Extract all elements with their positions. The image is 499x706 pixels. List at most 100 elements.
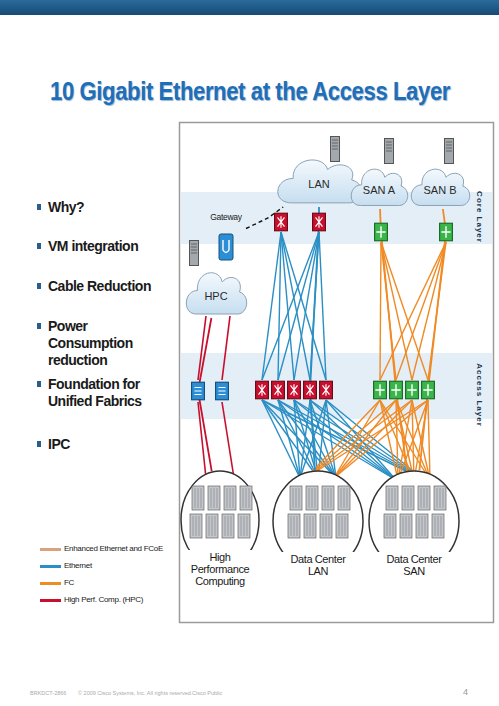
blade-line: [212, 516, 213, 536]
blade-line: [443, 488, 444, 508]
blade-line: [441, 516, 442, 536]
server-blade: [432, 514, 444, 538]
bullet-text: Cable Reduction: [48, 278, 173, 295]
blade-line: [325, 488, 326, 508]
gateway-symbol: [223, 240, 229, 253]
blade-line: [427, 488, 428, 508]
blade-line: [294, 516, 295, 536]
server-icon: [331, 137, 340, 162]
blade-line: [329, 516, 330, 536]
switch-icon: [440, 223, 453, 241]
blade-line: [437, 488, 438, 508]
blade-line: [196, 516, 197, 536]
connector: [380, 209, 407, 471]
gateway-icon: [219, 234, 233, 260]
blade-line: [241, 516, 242, 536]
blade-line: [421, 488, 422, 508]
server-cluster: High Performance Computing: [180, 470, 260, 570]
fabric-link: [334, 400, 396, 478]
connector: [198, 318, 212, 471]
bullet-marker: [37, 283, 41, 289]
blade-line: [195, 488, 196, 508]
blade-line: [228, 516, 229, 536]
blade-line: [244, 516, 245, 536]
server-blade: [290, 486, 302, 510]
server-blade: [288, 514, 300, 538]
footer-text: © 2009 Cisco Systems, Inc. All rights re…: [78, 690, 192, 696]
cloud-label: LAN: [308, 178, 329, 190]
connector: [310, 207, 319, 470]
blade-line: [293, 488, 294, 508]
fabric-link: [222, 316, 230, 380]
fabric-link: [412, 242, 446, 380]
blade-line: [409, 516, 410, 536]
cluster-label: High Performance Computing: [183, 550, 257, 588]
switch-icon: [406, 381, 419, 399]
cloud-label: SAN A: [363, 184, 395, 196]
footer-text: BRKDCT-2866: [30, 690, 66, 696]
server-blade: [416, 514, 428, 538]
fabric-link: [306, 400, 428, 478]
fabric-link: [428, 400, 430, 480]
blade-line: [249, 488, 250, 508]
fabric-link: [281, 232, 310, 380]
blade-line: [312, 488, 313, 508]
bullet-text: VM integration: [48, 238, 173, 255]
server-blade: [240, 486, 252, 510]
blade-line: [419, 516, 420, 536]
fabric-link: [306, 400, 412, 478]
connector: [419, 209, 446, 470]
server-blade: [222, 514, 234, 538]
blade-line: [390, 516, 391, 536]
blade-line: [227, 488, 228, 508]
blade-line: [211, 488, 212, 508]
blade-line: [291, 516, 292, 536]
blade-line: [331, 488, 332, 508]
server-blade: [306, 486, 318, 510]
server-blade: [400, 514, 412, 538]
footer-text: Cisco Public: [192, 690, 222, 696]
server-blade: [206, 514, 218, 538]
bullet-marker: [37, 381, 41, 387]
blade-line: [233, 488, 234, 508]
server-blade: [190, 514, 202, 538]
blade-line: [313, 516, 314, 536]
blade-line: [201, 488, 202, 508]
switch-icon: [216, 382, 229, 400]
fabric-link: [262, 232, 319, 380]
blade-line: [323, 516, 324, 536]
blade-line: [247, 516, 248, 536]
fabric-link: [334, 400, 428, 478]
fabric-link: [306, 400, 396, 478]
blade-line: [341, 488, 342, 508]
server-cluster: Data Center LAN: [272, 470, 364, 572]
server-icon: [445, 139, 454, 164]
fabric-link: [278, 400, 336, 478]
switch-icon: [272, 381, 285, 399]
legend-swatch: [40, 599, 61, 602]
blade-line: [209, 516, 210, 536]
blade-line: [198, 488, 199, 508]
legend-text: Ethernet: [64, 561, 92, 570]
blade-line: [214, 488, 215, 508]
legend-text: Enhanced Ethernet and FCoE: [64, 544, 163, 553]
blade-line: [405, 488, 406, 508]
blade-line: [328, 488, 329, 508]
diagram-panel: [180, 123, 494, 623]
switch-icon: [313, 213, 326, 231]
blade-line: [315, 488, 316, 508]
blade-line: [438, 516, 439, 536]
switch-icon: [256, 381, 269, 399]
blade-line: [406, 516, 407, 536]
server-blade: [338, 486, 350, 510]
legend-swatch: [40, 565, 61, 568]
fabric-link: [396, 242, 446, 380]
network-cloud: LAN: [276, 155, 362, 207]
fabric-link: [262, 400, 300, 478]
switch-icon: [374, 381, 387, 399]
blade-line: [310, 516, 311, 536]
cloud-label: SAN B: [423, 184, 456, 196]
cloud-shape: [411, 169, 469, 205]
blade-line: [296, 488, 297, 508]
server-cluster: Data Center SAN: [368, 470, 460, 572]
